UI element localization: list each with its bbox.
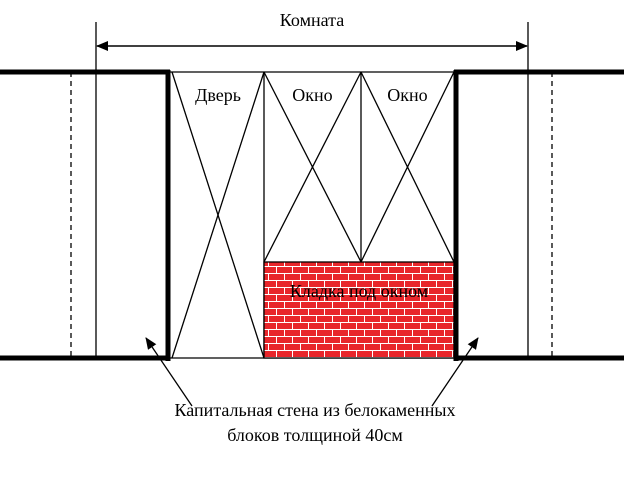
window-label-2: Окно [387, 85, 428, 105]
window-label-1: Окно [292, 85, 333, 105]
capital-wall-left [0, 69, 171, 361]
room-label: Комната [279, 10, 345, 30]
door-label: Дверь [195, 85, 241, 105]
leader-arrow-right [431, 337, 479, 407]
room-dimension [95, 22, 529, 358]
masonry-label: Кладка под окном [289, 281, 429, 301]
leader-arrow-left [145, 337, 193, 407]
capital-wall-right [453, 69, 624, 361]
wall-caption: Капитальная стена из белокаменных блоков… [174, 400, 456, 445]
brick-masonry [263, 261, 455, 359]
window-opening-1 [263, 71, 362, 263]
window-opening-2 [360, 71, 455, 263]
door-opening [171, 71, 265, 359]
